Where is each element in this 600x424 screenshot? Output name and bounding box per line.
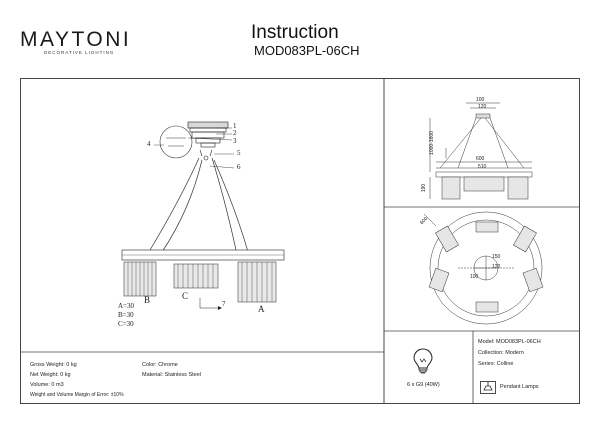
volume: Volume: 0 m3 — [30, 382, 64, 388]
pendant-lamp-icon — [480, 381, 496, 394]
brand-logo: MAYTONI — [20, 28, 132, 51]
net-weight: Net Weight: 0 kg — [30, 372, 71, 378]
dim-r3: 120 — [492, 264, 501, 270]
model-number: MOD083PL-06CH — [254, 43, 360, 58]
plan-modules — [428, 221, 544, 313]
callout-4: 4 — [147, 140, 151, 148]
callout-3: 3 — [233, 137, 237, 145]
light-bulb-icon — [413, 348, 433, 374]
dimension-c: C=30 — [118, 320, 134, 328]
product-model: Model: MOD083PL-06CH — [478, 339, 541, 345]
dim-w2: 510 — [478, 164, 487, 170]
margin-note: Weight and Volume Margin of Error: ±10% — [30, 392, 124, 398]
color-spec: Color: Chrome — [142, 362, 178, 368]
callout-5: 5 — [237, 149, 241, 157]
elevation-view — [429, 102, 533, 200]
product-series: Series: Colline — [478, 361, 514, 367]
module-label-a: A — [258, 304, 265, 314]
dim-w1: 600 — [476, 156, 485, 162]
callout-1: 1 — [233, 122, 237, 130]
dimension-a: A=30 — [118, 302, 135, 310]
product-collection: Collection: Modern — [478, 350, 524, 356]
dim-h2: 190 — [421, 183, 428, 193]
dim-d1: 100 — [476, 97, 485, 103]
detail-circle — [159, 125, 193, 159]
module-label-b: B — [144, 295, 151, 305]
page-title: Instruction — [251, 22, 339, 43]
canopy-drawing — [187, 121, 229, 161]
drawing-frame — [20, 78, 580, 404]
arrow-label-7: 7 — [222, 300, 226, 308]
bulb-spec: 6 x G9 (40W) — [407, 382, 440, 388]
module-label-c: C — [182, 291, 189, 301]
dim-h1: 1000-1600 — [428, 131, 435, 155]
gross-weight: Gross Weight: 0 kg — [30, 362, 77, 368]
callout-2: 2 — [233, 129, 237, 137]
material-spec: Material: Stainless Steel — [142, 372, 201, 378]
brand-tagline: DECORATIVE LIGHTING — [44, 50, 115, 55]
dim-r2: 100 — [470, 274, 479, 280]
callout-6: 6 — [237, 163, 241, 171]
dimension-b: B=30 — [118, 311, 134, 319]
plan-view — [423, 211, 543, 325]
product-type: Pendant Lamps — [500, 384, 539, 390]
dim-r1: 150 — [492, 254, 501, 260]
dim-d2: 120 — [478, 104, 487, 110]
